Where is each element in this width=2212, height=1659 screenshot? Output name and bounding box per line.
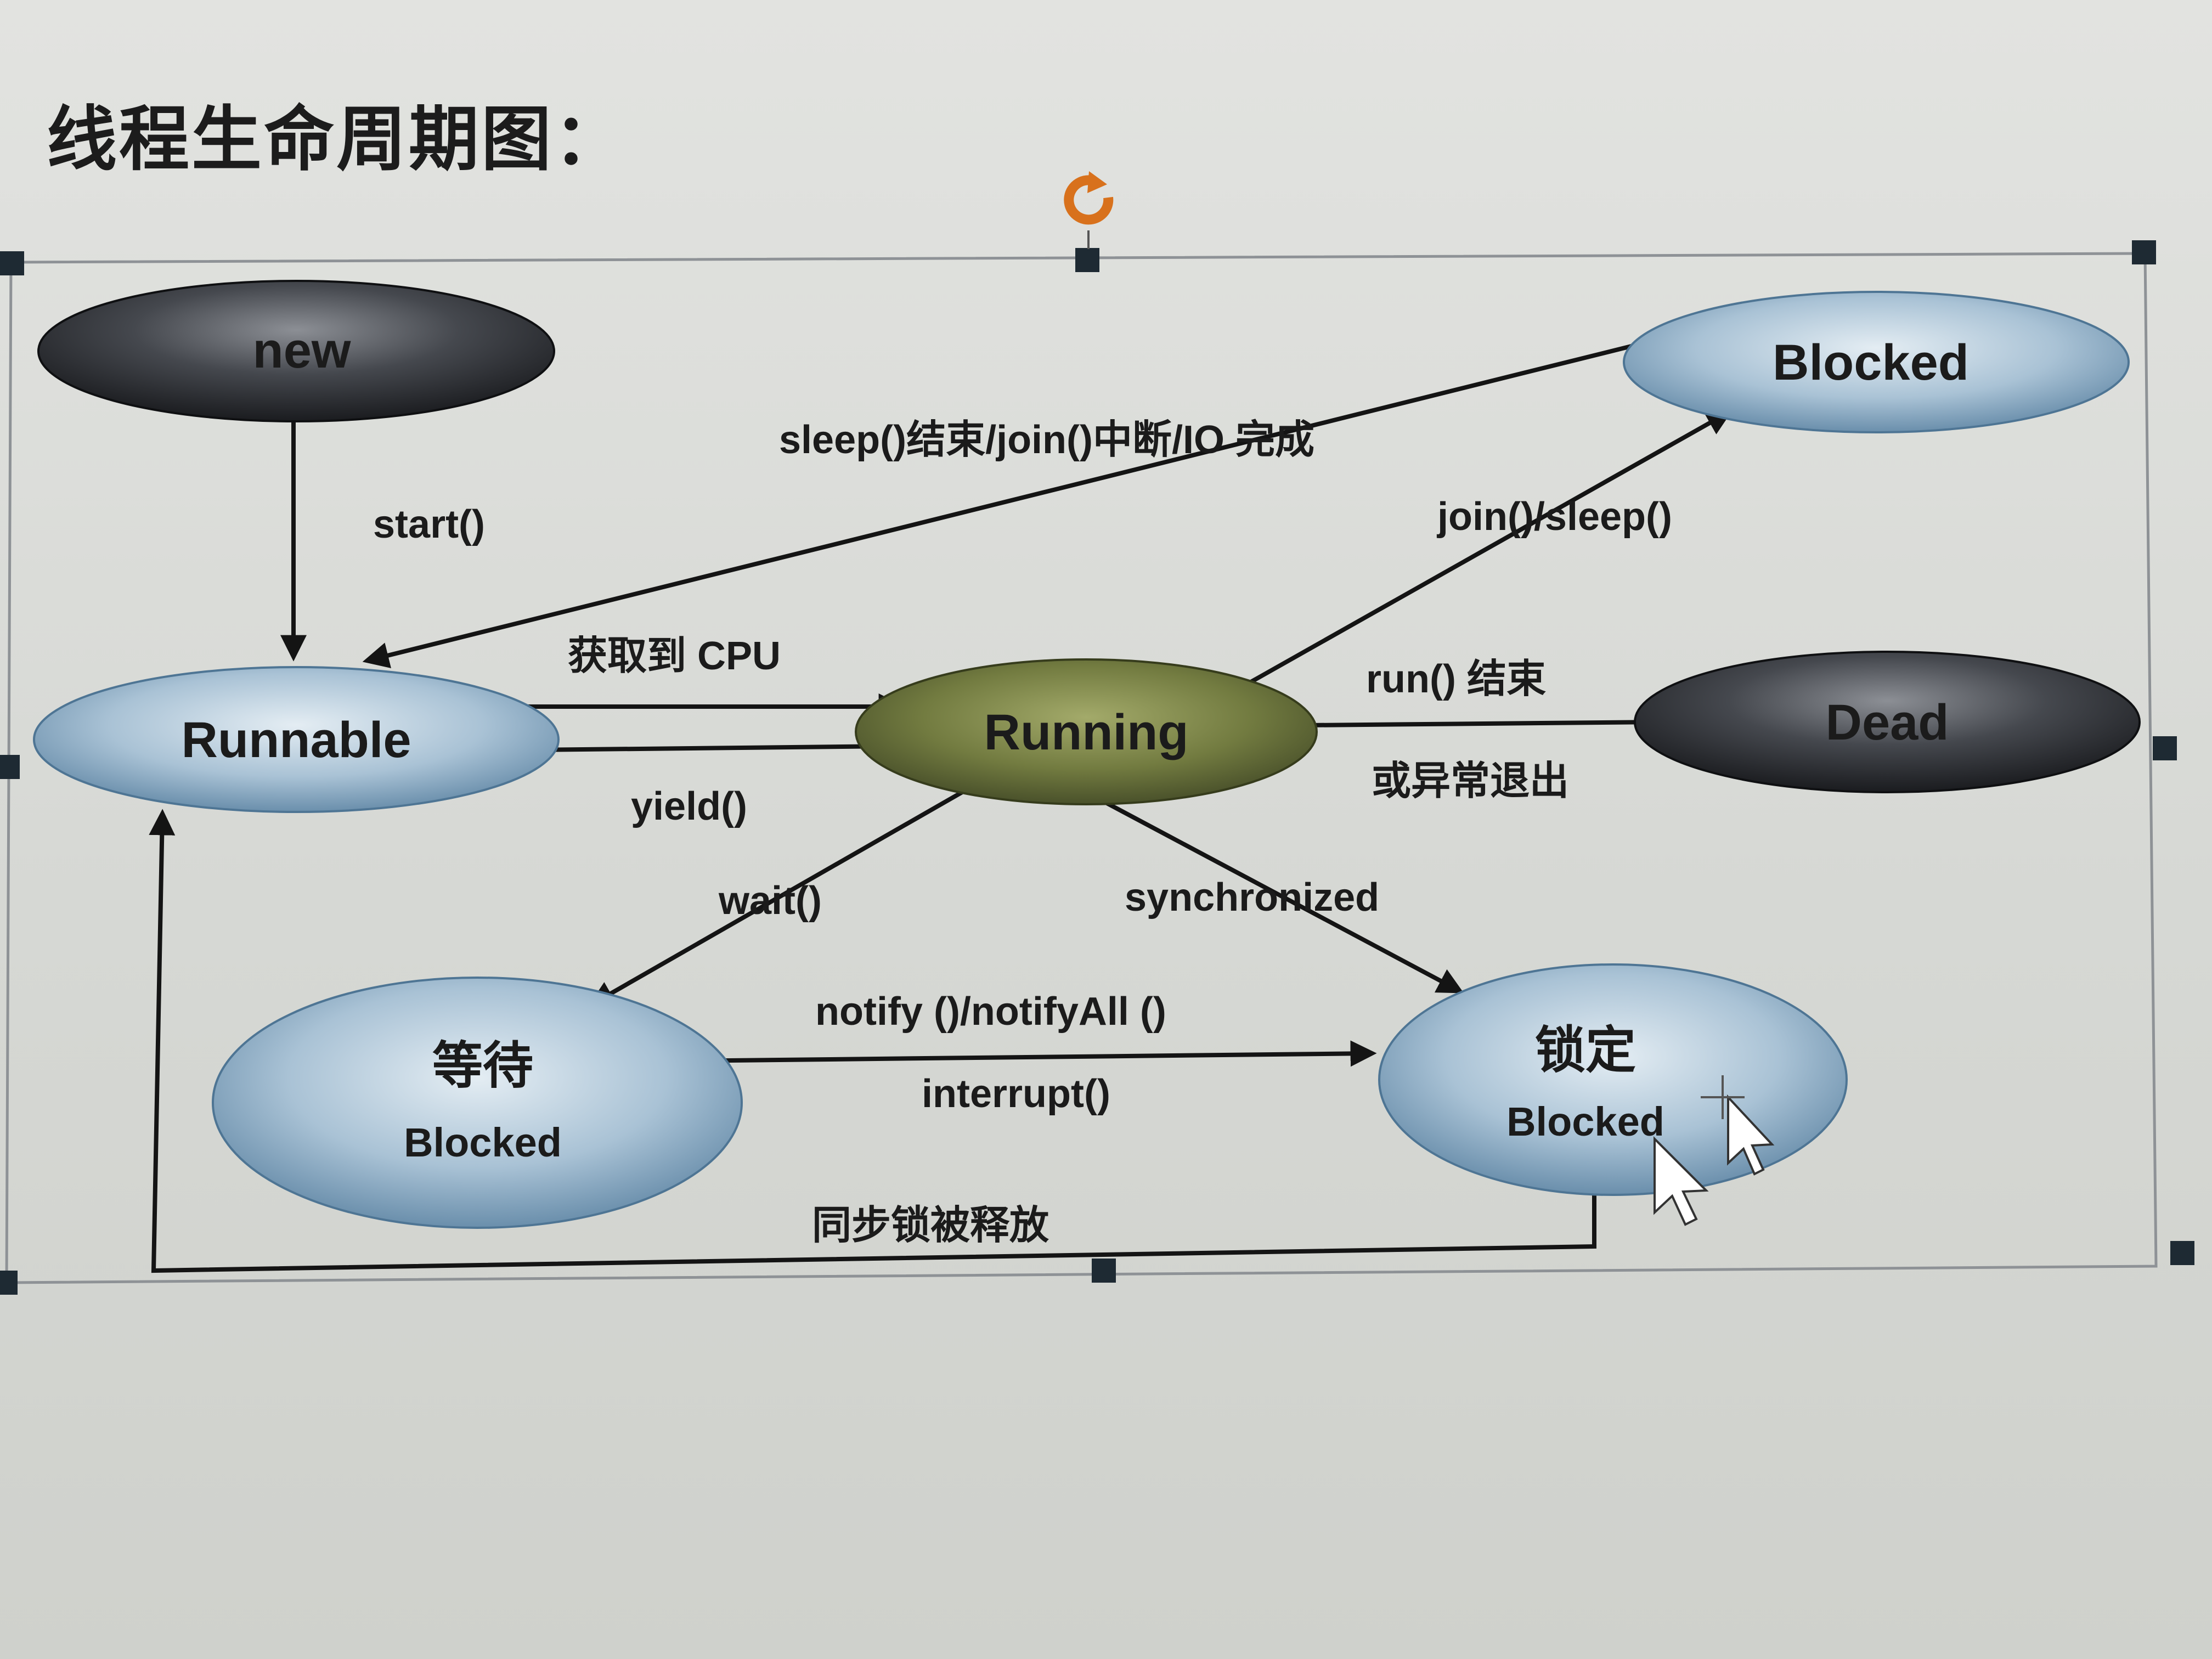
edge-yield-label: yield() xyxy=(631,785,747,828)
node-new: new xyxy=(37,280,555,422)
selection-handle[interactable] xyxy=(1075,248,1099,272)
selection-handle[interactable] xyxy=(0,1271,18,1295)
node-running-label: Running xyxy=(984,704,1189,760)
node-dead-label: Dead xyxy=(1826,695,1949,751)
slide-title: 线程生命周期图： xyxy=(47,99,627,180)
selection-handle[interactable] xyxy=(2132,240,2156,264)
selection-frame[interactable] xyxy=(0,230,2194,1295)
node-dead: Dead xyxy=(1634,651,2141,793)
edge-sleep-end xyxy=(362,334,1674,669)
rotate-handle-icon[interactable] xyxy=(1064,171,1114,225)
edge-synchronized xyxy=(1102,799,1464,994)
node-locked: 锁定 Blocked xyxy=(1378,963,1848,1196)
edge-lock-released xyxy=(149,809,1596,1273)
edges xyxy=(149,334,1733,1273)
edge-start-label: start() xyxy=(373,503,485,546)
node-blocked: Blocked xyxy=(1623,291,2130,433)
node-locked-sublabel: Blocked xyxy=(1506,1099,1664,1144)
node-waiting: 等待 Blocked xyxy=(212,977,743,1229)
edge-run-end-label-1: run() 结束 xyxy=(1366,657,1546,701)
node-running: Running xyxy=(855,658,1318,805)
mouse-cursor-icon xyxy=(1654,1075,1775,1226)
edge-notify-label: notify ()/notifyAll () xyxy=(815,990,1166,1034)
edge-run-end xyxy=(1305,709,1668,736)
selection-handle[interactable] xyxy=(0,755,20,779)
selection-handle[interactable] xyxy=(1092,1259,1116,1283)
edge-wait xyxy=(588,769,1000,1007)
selection-handle[interactable] xyxy=(2153,736,2177,760)
edge-lock-released-label: 同步锁被释放 xyxy=(812,1204,1049,1248)
edge-join-sleep xyxy=(1233,410,1733,693)
node-waiting-label: 等待 xyxy=(432,1038,533,1094)
node-locked-label: 锁定 xyxy=(1535,1023,1636,1079)
selection-handle[interactable] xyxy=(2170,1241,2194,1265)
edge-wait-label: wait() xyxy=(718,879,822,923)
node-runnable: Runnable xyxy=(33,666,560,813)
edge-get-cpu-label: 获取到 CPU xyxy=(568,634,781,678)
node-runnable-label: Runnable xyxy=(181,712,411,768)
edge-sleep-end-label: sleep()结束/join()中断/IO 完成 xyxy=(779,418,1314,462)
node-waiting-sublabel: Blocked xyxy=(404,1120,562,1165)
edge-interrupt-label: interrupt() xyxy=(922,1072,1110,1116)
selection-handle[interactable] xyxy=(0,251,24,275)
node-new-label: new xyxy=(253,323,351,379)
edge-notify xyxy=(680,1040,1377,1067)
edge-run-end-label-2: 或异常退出 xyxy=(1372,759,1569,803)
node-blocked-label: Blocked xyxy=(1773,335,1969,391)
edge-synchronized-label: synchronized xyxy=(1125,876,1379,919)
edge-join-sleep-label: join()/sleep() xyxy=(1436,495,1672,539)
